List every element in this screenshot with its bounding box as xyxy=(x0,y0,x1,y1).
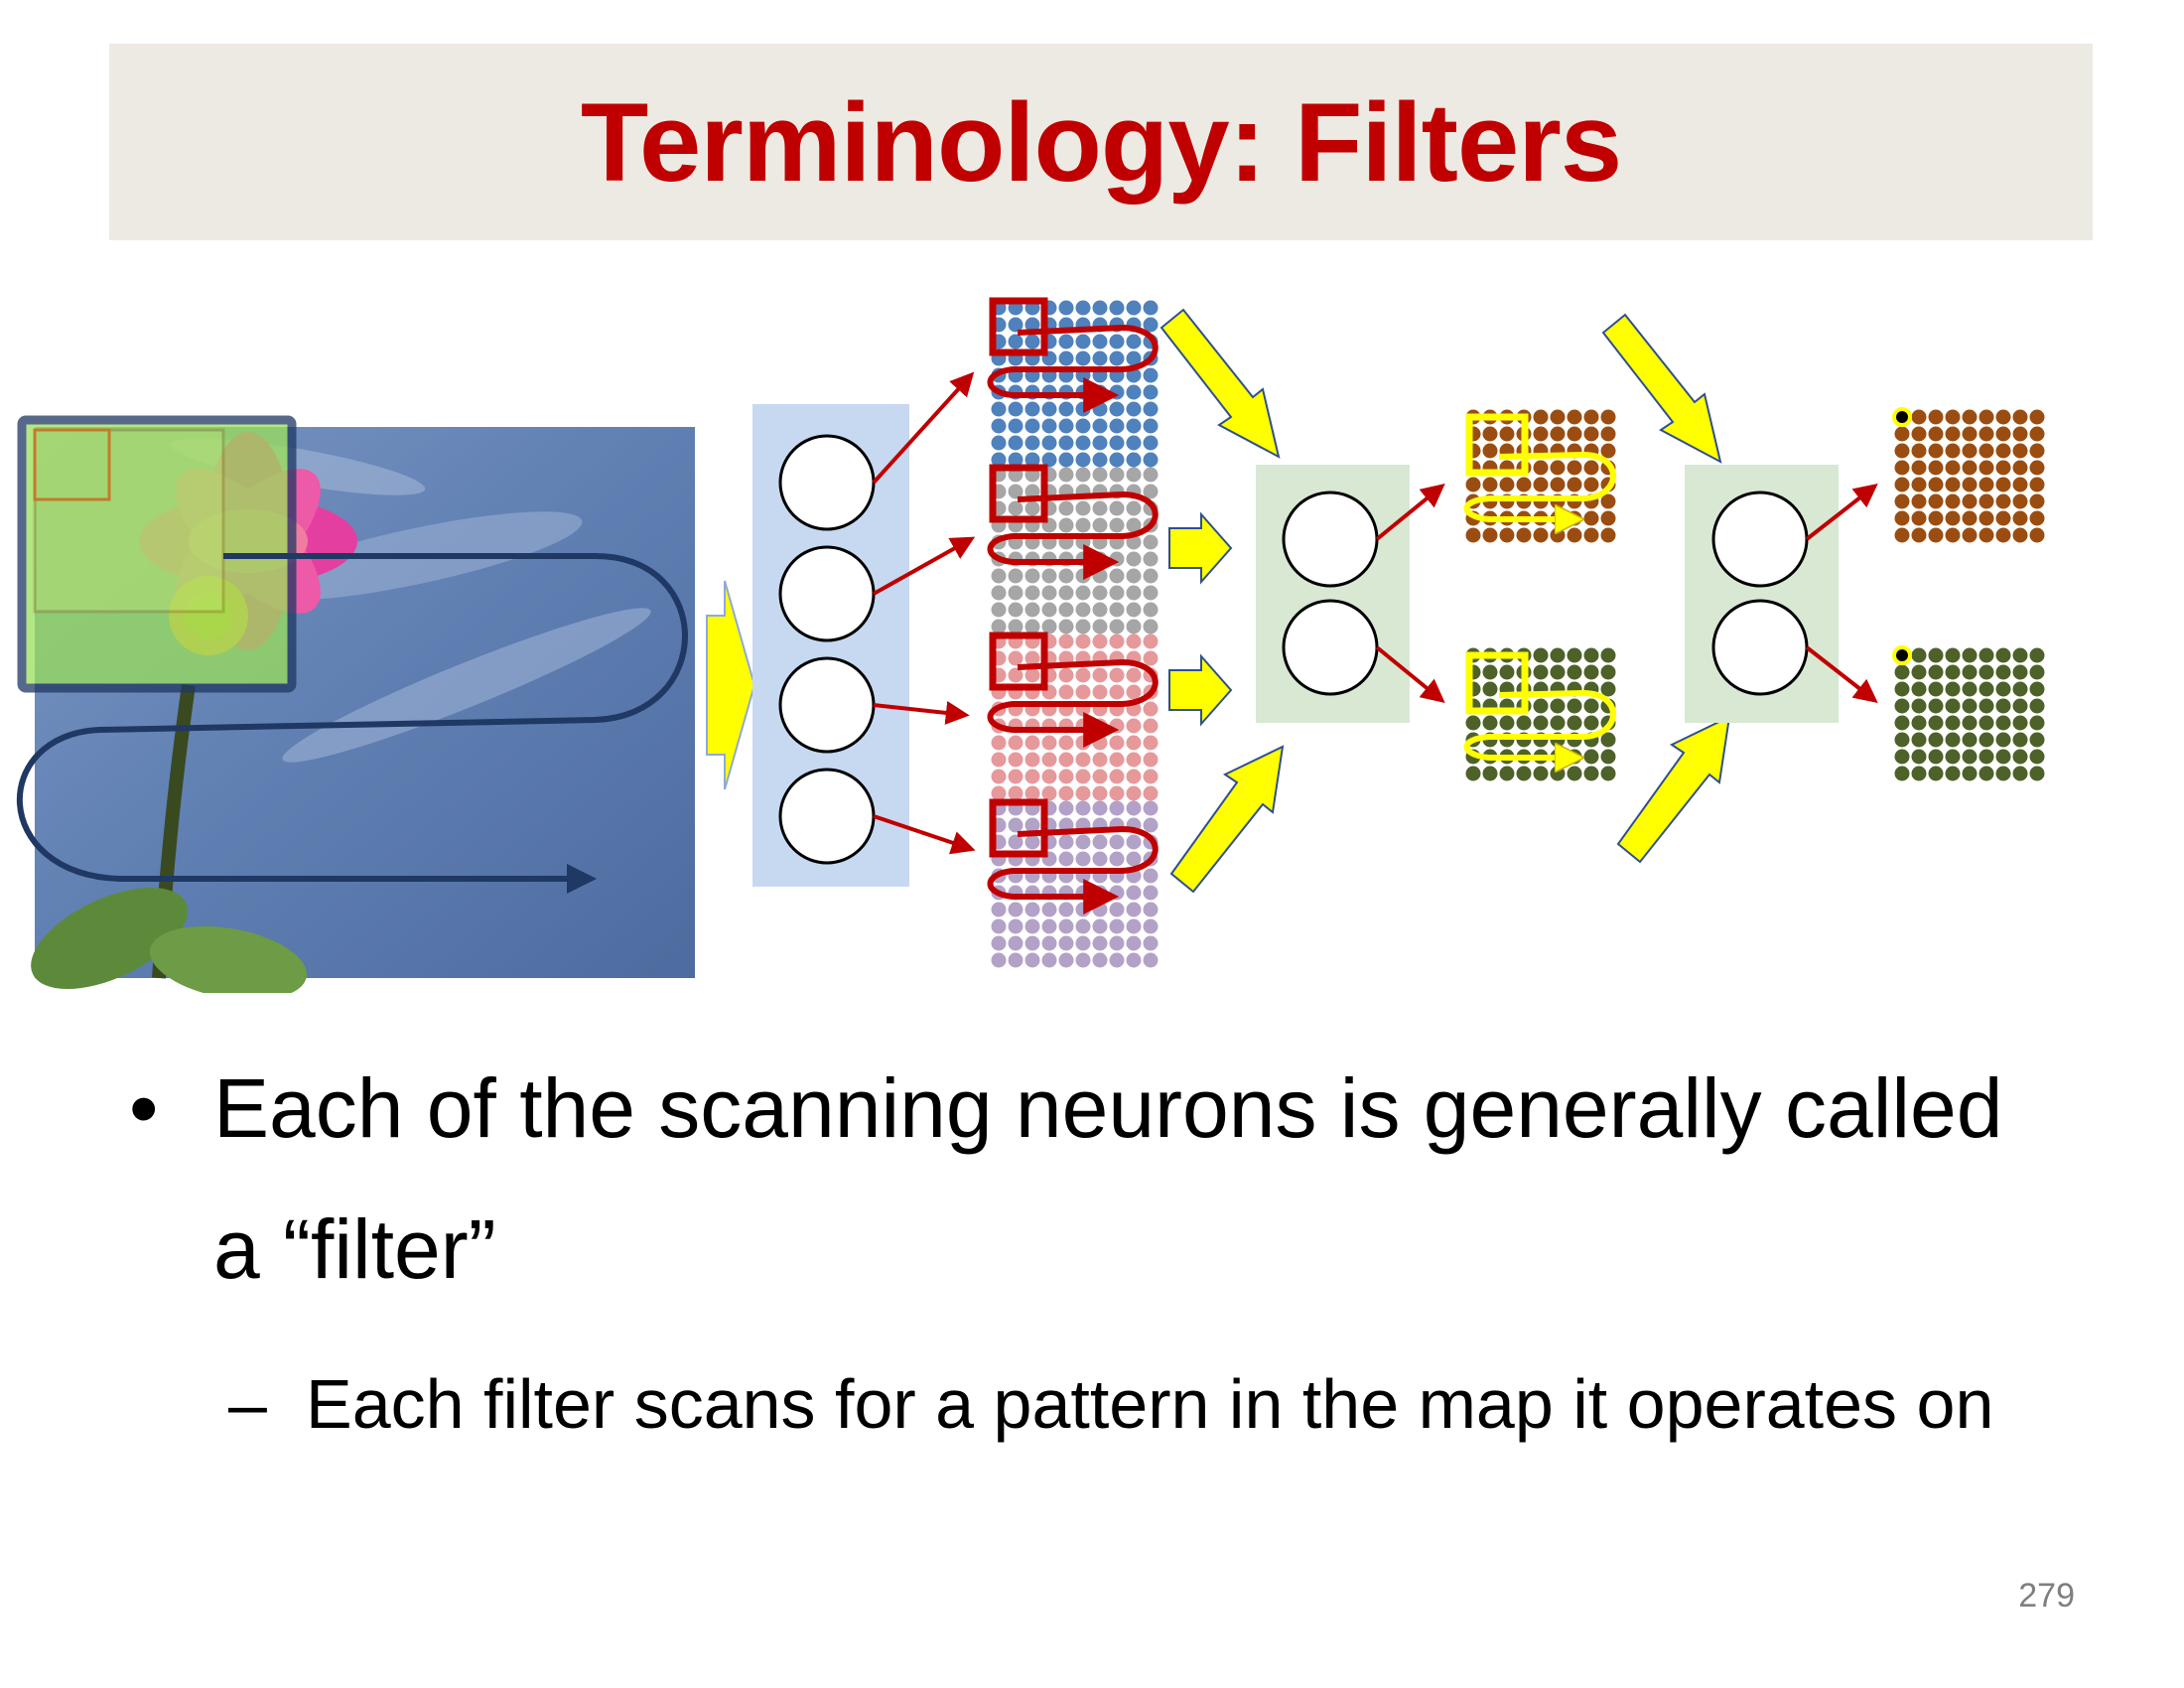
bullet-item: • Each of the scanning neurons is genera… xyxy=(129,1038,2015,1320)
feature-map xyxy=(1894,409,2045,543)
layer2-output-arrows xyxy=(1375,483,1445,704)
layer3-output-arrows xyxy=(1805,484,1878,703)
feature-map xyxy=(991,300,1159,468)
feature-map xyxy=(1894,647,2045,781)
neuron xyxy=(1711,491,1809,588)
input-image xyxy=(17,415,695,993)
second-stage-scan-paths xyxy=(1463,413,1616,758)
cnn-scanning-diagram xyxy=(17,297,2045,993)
bullet-text: Each of the scanning neurons is generall… xyxy=(213,1061,2003,1296)
output-maps xyxy=(1894,409,2045,781)
bullet-marker: • xyxy=(129,1061,159,1155)
slide-number: 279 xyxy=(2018,1577,2075,1615)
feature-map xyxy=(991,800,1159,968)
output-highlight-dots xyxy=(1892,407,1912,665)
arrow-image-to-layer1 xyxy=(706,580,756,790)
feature-map xyxy=(991,467,1159,634)
slide-title: Terminology: Filters xyxy=(580,79,1622,205)
sub-bullet-marker: – xyxy=(228,1365,267,1443)
sub-bullet-text: Each filter scans for a pattern in the m… xyxy=(306,1365,1994,1443)
arrows-maps-to-layer2 xyxy=(1160,308,1285,894)
arrows-maps-to-layer3 xyxy=(1601,313,1731,864)
layer1-neurons xyxy=(752,404,909,887)
neuron xyxy=(1282,599,1379,696)
neuron xyxy=(1282,491,1379,588)
second-stage-maps xyxy=(1465,409,1616,781)
sub-bullet-item: – Each filter scans for a pattern in the… xyxy=(129,1341,2015,1467)
neuron xyxy=(778,656,876,754)
first-stage-scan-paths xyxy=(987,297,1159,914)
bullet-list: • Each of the scanning neurons is genera… xyxy=(129,1038,2015,1467)
neuron xyxy=(778,545,876,642)
layer1-output-arrows xyxy=(872,371,976,855)
title-bar: Terminology: Filters xyxy=(109,44,2093,240)
neuron xyxy=(778,434,876,531)
neuron xyxy=(778,768,876,865)
feature-map xyxy=(991,633,1159,801)
neuron xyxy=(1711,599,1809,696)
layer2-neurons xyxy=(1256,465,1410,723)
layer3-neurons xyxy=(1685,465,1839,723)
